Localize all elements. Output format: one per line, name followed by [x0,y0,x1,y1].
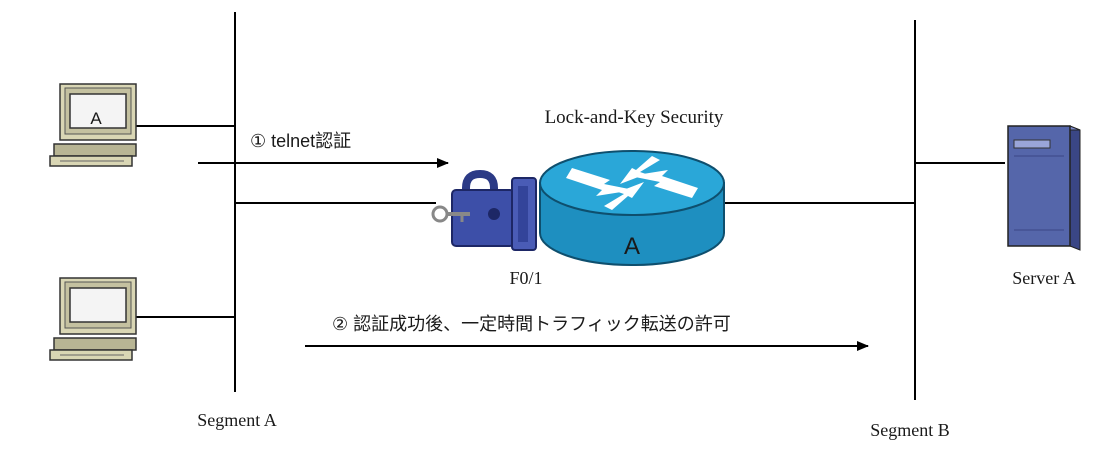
diagram-title: Lock-and-Key Security [545,107,724,128]
interface-label: F0/1 [509,268,542,288]
router-label: A [624,233,640,260]
step1-label: ① telnet認証 [250,131,351,151]
step2-label: ② 認証成功後、一定時間トラフィック転送の許可 [332,314,731,334]
segment-b-label: Segment B [870,420,950,440]
key-icon [431,205,470,223]
server-tower-icon [1007,125,1081,251]
desktop-computer-icon [49,277,137,361]
segment-a-label: Segment A [197,410,277,430]
server-label: Server A [1012,268,1075,288]
desktop-computer-icon [49,83,137,167]
router-icon [539,150,725,266]
pc1-label: A [90,109,102,128]
padlock-icon [451,169,537,251]
